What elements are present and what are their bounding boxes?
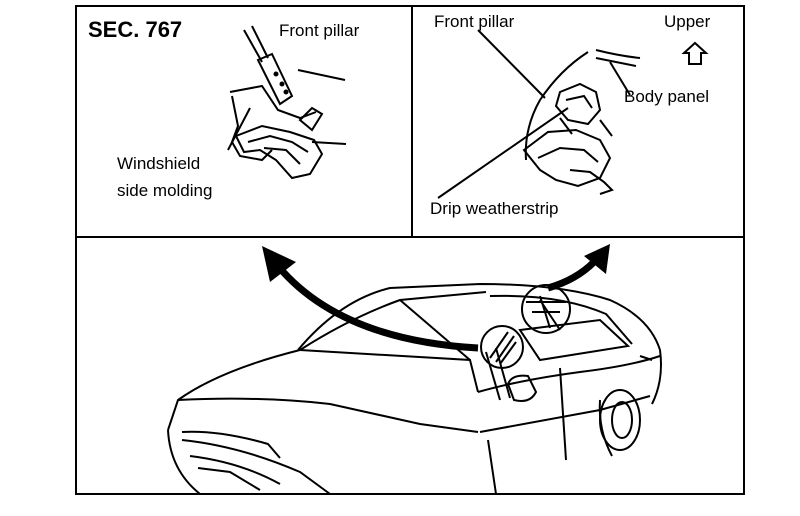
diagram-frame: [75, 5, 745, 495]
up-arrow-icon: [681, 41, 709, 65]
label-front-pillar-left: Front pillar: [279, 21, 360, 40]
arrow-to-right-detail: [547, 244, 610, 292]
vertical-divider: [411, 5, 413, 237]
label-upper: Upper: [664, 12, 711, 31]
left-detail-illustration: [227, 25, 347, 180]
right-detail-illustration: [437, 29, 641, 199]
label-windshield-line1: Windshield: [117, 154, 201, 173]
label-drip-weatherstrip: Drip weatherstrip: [430, 199, 559, 218]
section-number: SEC. 767: [88, 17, 183, 42]
horizontal-divider: [75, 236, 745, 238]
label-windshield-line2: side molding: [117, 181, 213, 200]
car-illustration: [167, 282, 662, 495]
detail-circle-front-pillar: [480, 325, 524, 369]
arrow-to-left-detail: [262, 246, 479, 352]
label-body-panel: Body panel: [624, 87, 710, 106]
detail-circle-drip-weatherstrip: [521, 284, 571, 334]
label-front-pillar-right: Front pillar: [434, 12, 515, 31]
